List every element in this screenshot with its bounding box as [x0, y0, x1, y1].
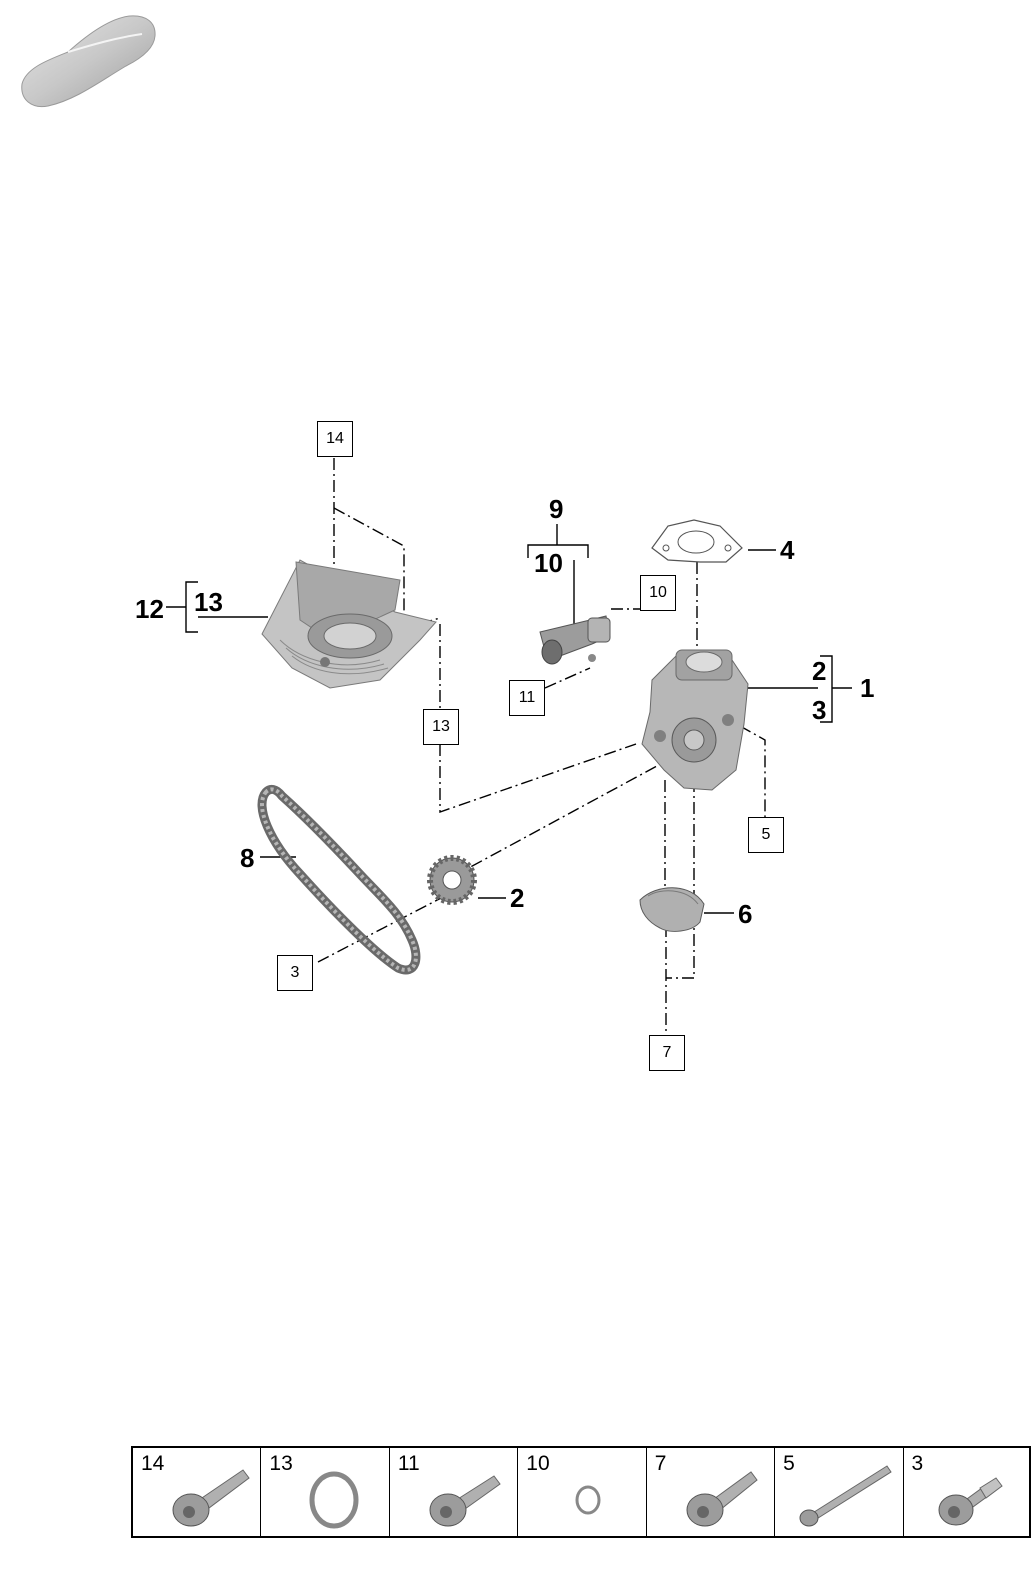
- callout-4: 4: [780, 535, 795, 565]
- o-ring-icon: [309, 1471, 359, 1529]
- ref-box-14: 14: [317, 421, 353, 457]
- legend-number: 13: [269, 1452, 293, 1475]
- callout-12: 12: [135, 594, 164, 624]
- ref-box-13: 13: [423, 709, 459, 745]
- legend-cell-13: 13: [261, 1448, 390, 1536]
- legend-number: 11: [397, 1452, 420, 1475]
- callout-10: 10: [534, 548, 563, 578]
- oil-pump-exploded-diagram: [166, 458, 852, 1036]
- callout-9: 9: [549, 494, 564, 524]
- legend-number: 3: [911, 1452, 924, 1475]
- bolt-icon: [429, 1475, 501, 1527]
- baffle-part: [639, 887, 705, 932]
- callout-8: 8: [240, 843, 255, 873]
- callout-2-sprocket: 2: [510, 883, 525, 913]
- shoulder-bolt-icon: [938, 1477, 1003, 1526]
- pressure-valve-part: [539, 615, 611, 665]
- legend-cell-7: 7: [647, 1448, 776, 1536]
- gasket-part: [651, 519, 743, 563]
- legend-cell-10: 10: [518, 1448, 647, 1536]
- legend-cell-11: 11: [390, 1448, 519, 1536]
- oil-pump-part: [641, 649, 749, 791]
- callout-6: 6: [738, 899, 753, 929]
- legend-number: 5: [783, 1452, 795, 1475]
- callout-2-upper: 2: [812, 656, 827, 686]
- car-thumbnail-icon: [21, 15, 156, 108]
- pump-cover-part: [261, 559, 437, 689]
- callout-3-upper: 3: [812, 695, 827, 725]
- legend-cell-14: 14: [133, 1448, 262, 1536]
- legend-number: 10: [526, 1452, 550, 1475]
- long-bolt-icon: [799, 1465, 892, 1527]
- fastener-legend-table: 14 13 11 10 7 5: [131, 1446, 1031, 1538]
- bolt-icon: [686, 1471, 758, 1527]
- sprocket-part: [427, 855, 477, 905]
- legend-cell-5: 5: [775, 1448, 904, 1536]
- callout-13: 13: [194, 587, 223, 617]
- legend-number: 14: [141, 1452, 165, 1475]
- o-ring-small-icon: [575, 1485, 601, 1515]
- ref-box-7: 7: [649, 1035, 685, 1071]
- ref-box-11: 11: [509, 680, 545, 716]
- ref-box-3: 3: [277, 955, 313, 991]
- bolt-icon: [172, 1469, 250, 1527]
- ref-box-10: 10: [640, 575, 676, 611]
- legend-cell-3: 3: [904, 1448, 1029, 1536]
- drive-chain-part: [257, 784, 421, 975]
- callout-1: 1: [860, 673, 875, 703]
- ref-box-5: 5: [748, 817, 784, 853]
- legend-number: 7: [654, 1452, 667, 1475]
